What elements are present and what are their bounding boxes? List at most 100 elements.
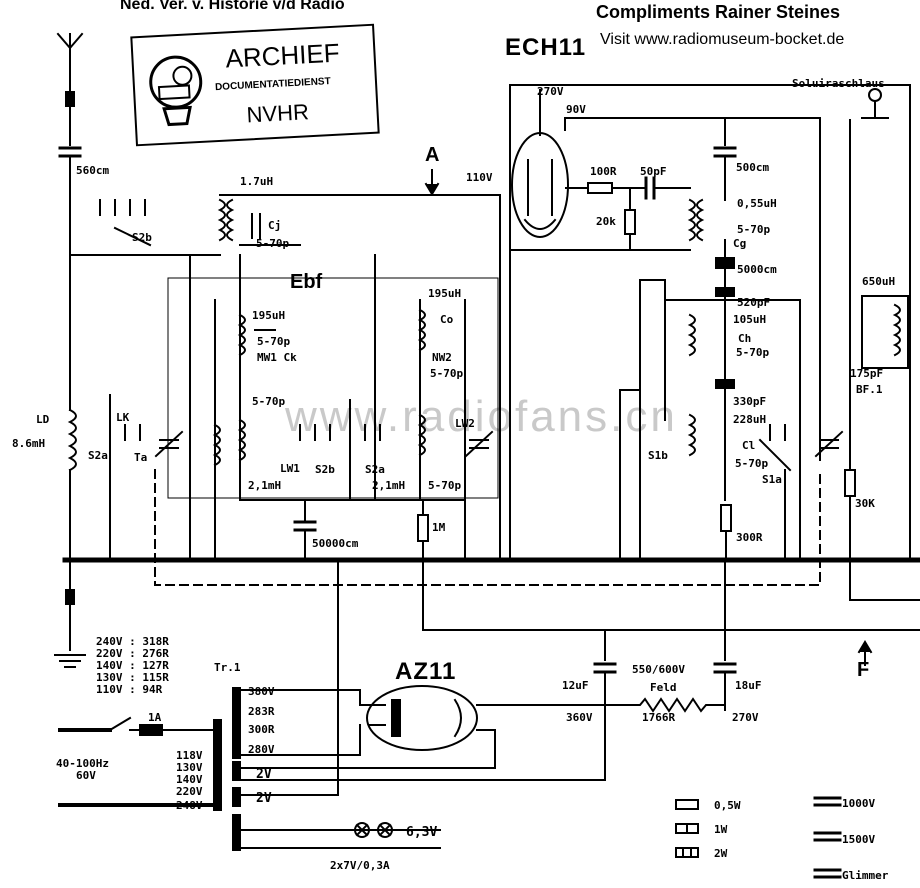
transformer-tr1 bbox=[213, 687, 241, 851]
label-sol: Soluiraschlaus bbox=[792, 77, 885, 90]
legend-resistor-05w bbox=[675, 799, 699, 810]
archive-title: Ned. Ver. v. Historie v/d Radio bbox=[120, 0, 345, 13]
resistor-300r bbox=[720, 504, 732, 532]
label-130v: 130V bbox=[176, 761, 203, 774]
arrow-f bbox=[857, 640, 873, 654]
legend-resistor-2w bbox=[675, 847, 699, 858]
label-140v: 140V bbox=[176, 773, 203, 786]
antenna-icon bbox=[56, 32, 84, 109]
archive-stamp: ARCHIEF DOCUMENTATIEDIENST NVHR bbox=[130, 23, 380, 147]
label-055uh: 0,55uH bbox=[737, 197, 777, 210]
label-100r: 100R bbox=[590, 165, 617, 178]
inductor-ld bbox=[67, 408, 77, 472]
tap-220: 220V : 276R bbox=[96, 647, 169, 660]
inductor-lw2 bbox=[417, 413, 426, 457]
label-500cm: 500cm bbox=[736, 161, 770, 174]
label-50000cm: 50000cm bbox=[312, 537, 359, 550]
label-cb-range: 5-70p bbox=[428, 479, 462, 492]
label-lamp-spec: 2x7V/0,3A bbox=[330, 859, 390, 872]
inductor-h bbox=[687, 313, 696, 357]
label-21mh-a: 2,1mH bbox=[248, 479, 282, 492]
label-ta: Ta bbox=[134, 451, 148, 464]
label-cl: Cl bbox=[742, 439, 756, 452]
label-w300r: 300R bbox=[248, 723, 275, 736]
label-18uf: 18uF bbox=[735, 679, 762, 692]
legend-label-1000v: 1000V bbox=[842, 797, 876, 810]
label-110v: 110V bbox=[466, 171, 493, 184]
label-50pf: 50pF bbox=[640, 165, 667, 178]
label-228uh: 228uH bbox=[733, 413, 767, 426]
resistor-30k bbox=[844, 469, 856, 497]
legend-label-1w: 1W bbox=[714, 823, 728, 836]
label-fuse: 1A bbox=[148, 711, 162, 724]
legend-cap-1000v bbox=[813, 796, 842, 807]
resistor-1m bbox=[417, 514, 429, 542]
label-270v: 270V bbox=[537, 85, 564, 98]
label-cj-range: 5-70p bbox=[256, 237, 290, 250]
label-lw-range: 5-70p bbox=[252, 395, 286, 408]
label-30k: 30K bbox=[855, 497, 875, 510]
label-195uh-a: 195uH bbox=[252, 309, 286, 322]
trimmer-ta bbox=[154, 430, 184, 458]
mains-switch bbox=[108, 716, 132, 732]
label-520pf: 520pF bbox=[737, 296, 771, 309]
label-c560: 560cm bbox=[76, 164, 110, 177]
label-heater-2v-a: 2V bbox=[256, 767, 272, 782]
sol-connector-icon bbox=[868, 88, 882, 102]
tap-240: 240V : 318R bbox=[96, 635, 169, 648]
legend-label-1500v: 1500V bbox=[842, 833, 876, 846]
bf1-filter bbox=[861, 295, 909, 369]
inductor-mw1 bbox=[237, 313, 246, 357]
switch-s1a bbox=[758, 424, 801, 472]
legend-cap-1500v bbox=[813, 831, 842, 842]
label-nw2: NW2 bbox=[432, 351, 452, 364]
earth-icon bbox=[54, 654, 86, 668]
label-heater-2v-b: 2V bbox=[256, 791, 272, 806]
label-mw1: MW1 Ck bbox=[257, 351, 297, 364]
tap-130: 130V : 115R bbox=[96, 671, 169, 684]
label-w380: 380V bbox=[248, 685, 275, 698]
label-s2a-left: S2a bbox=[88, 449, 108, 462]
ebf-label: Ebf bbox=[290, 271, 323, 293]
label-s2a-mid: S2a bbox=[365, 463, 385, 476]
inductor-j bbox=[217, 198, 226, 242]
switch-s1b bbox=[619, 389, 641, 561]
inductor-nw2 bbox=[417, 308, 426, 352]
label-lk: LK bbox=[116, 411, 130, 424]
label-f: F bbox=[857, 659, 870, 681]
label-ch: Ch bbox=[738, 332, 752, 345]
label-ch-range: 5-70p bbox=[736, 346, 770, 359]
label-bf1: BF.1 bbox=[856, 383, 883, 396]
switch-s2b-mid bbox=[299, 424, 331, 441]
label-mains-v: 60V bbox=[76, 769, 96, 782]
label-ld: LD bbox=[36, 413, 50, 426]
tube-az11 bbox=[366, 685, 478, 751]
resistor-100r bbox=[587, 182, 613, 194]
ebf-block bbox=[167, 277, 499, 499]
label-21mh-b: 2,1mH bbox=[372, 479, 406, 492]
label-s2b-top: S2b bbox=[132, 231, 152, 244]
tube-az11-label: AZ11 bbox=[395, 658, 457, 685]
label-220v: 220V bbox=[176, 785, 203, 798]
switch-s2a-mid bbox=[349, 399, 381, 501]
label-l17: 1.7uH bbox=[240, 175, 274, 188]
label-k-range: 5-70p bbox=[257, 335, 291, 348]
label-86mh: 8.6mH bbox=[12, 437, 46, 450]
label-cl-range: 5-70p bbox=[735, 457, 769, 470]
label-field: Feld bbox=[650, 681, 677, 694]
inductor-g bbox=[687, 198, 696, 242]
tap-140: 140V : 127R bbox=[96, 659, 169, 672]
label-field-r: 1766R bbox=[642, 711, 676, 724]
label-co: Co bbox=[440, 313, 454, 326]
label-a: A bbox=[425, 144, 440, 166]
label-300r: 300R bbox=[736, 531, 763, 544]
tap-110: 110V : 94R bbox=[96, 683, 163, 696]
label-lw1: LW1 bbox=[280, 462, 300, 475]
legend-label-05w: 0,5W bbox=[714, 799, 741, 812]
label-650uh: 650uH bbox=[862, 275, 896, 288]
label-s2b-mid: S2b bbox=[315, 463, 335, 476]
label-cg: Cg bbox=[733, 237, 747, 250]
tube-ech11 bbox=[511, 132, 569, 238]
